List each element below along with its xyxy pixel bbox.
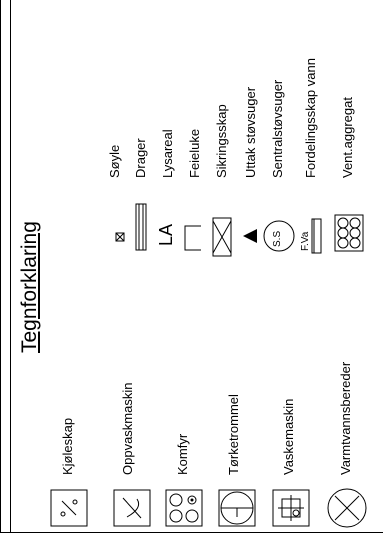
ventilation-unit-icon bbox=[334, 214, 369, 252]
legend-title: Tegnforklaring bbox=[18, 221, 41, 353]
legend-left-label: Tørketrommel bbox=[226, 394, 241, 475]
dryer-icon bbox=[218, 489, 261, 527]
legend-right-label: Sikringsskap bbox=[214, 104, 229, 178]
washing-machine-icon bbox=[272, 489, 315, 527]
central-vacuum-icon: S.S bbox=[263, 220, 300, 252]
central-vacuum-text: S.S bbox=[272, 230, 283, 247]
light-area-icon: LA bbox=[156, 224, 177, 246]
fuse-box-icon bbox=[212, 217, 237, 257]
legend-right-label: Sentralstøvsuger bbox=[270, 79, 285, 178]
beam-icon bbox=[134, 203, 152, 251]
sweep-hatch-icon bbox=[184, 225, 207, 251]
table-line bbox=[0, 0, 1, 533]
legend-right-label: Fordelingsskap vann bbox=[303, 58, 318, 178]
legend-left-label: Kjøleskap bbox=[60, 417, 75, 475]
vacuum-outlet-icon bbox=[242, 228, 263, 244]
legend-left-label: Komfyr bbox=[175, 433, 190, 475]
water-heater-icon bbox=[326, 487, 373, 529]
legend-left-label: Varmtvannsbereder bbox=[338, 361, 353, 475]
water-distribution-cabinet-icon: F.Va bbox=[300, 218, 327, 254]
legend-right-label: Vent.aggregat bbox=[340, 97, 355, 178]
water-distribution-text: F.Va bbox=[300, 231, 311, 251]
legend-right-label: Lysareal bbox=[160, 129, 175, 178]
stove-icon bbox=[165, 489, 208, 527]
legend-right-label: Søyle bbox=[107, 144, 122, 178]
fridge-icon bbox=[50, 489, 93, 527]
legend-right-label: Drager bbox=[133, 138, 148, 178]
table-line bbox=[10, 0, 11, 533]
legend-left-label: Vaskemaskin bbox=[281, 398, 296, 475]
light-area-text: LA bbox=[156, 223, 176, 246]
legend-right-label: Feieluke bbox=[187, 128, 202, 178]
column-icon bbox=[112, 232, 130, 242]
dishwasher-icon bbox=[113, 489, 156, 527]
legend-left-label: Oppvaskmaskin bbox=[120, 382, 135, 475]
legend-right-label: Uttak støvsuger bbox=[243, 86, 258, 178]
